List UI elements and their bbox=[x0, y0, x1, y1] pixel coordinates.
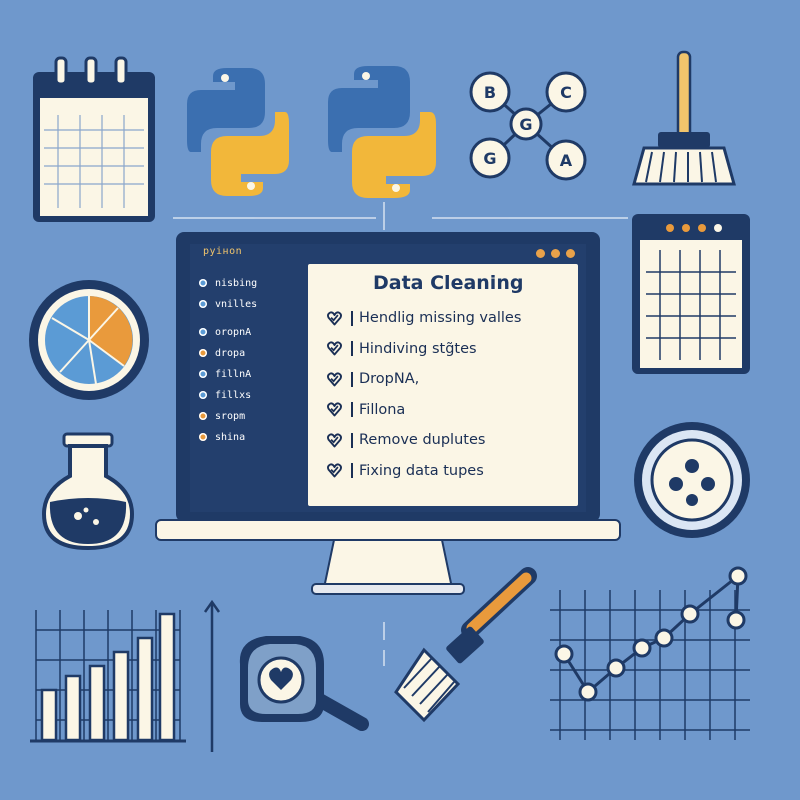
heart-check-icon bbox=[327, 463, 342, 478]
broom-icon bbox=[632, 50, 736, 186]
sidebar-item[interactable]: oropnA bbox=[199, 325, 297, 339]
flask-icon bbox=[41, 432, 135, 551]
python-logo-icon bbox=[328, 66, 436, 198]
sidebar-item-label: oropnA bbox=[215, 326, 252, 338]
network-graph-icon: B C G G A bbox=[469, 71, 587, 181]
screen-titlebar: pyiнon bbox=[193, 246, 583, 262]
sidebar-item-label: nisbing bbox=[215, 277, 258, 289]
cursor-bar bbox=[351, 463, 353, 478]
checklist-item-label: Hindiving stg̃tes bbox=[359, 340, 477, 357]
axis-arrow-icon bbox=[203, 599, 221, 752]
window-dot-icon bbox=[566, 249, 575, 258]
sidebar-item[interactable]: dropa bbox=[199, 346, 297, 360]
sidebar-item-label: shina bbox=[215, 431, 246, 443]
checklist-item[interactable]: DropNA, bbox=[326, 367, 576, 391]
petri-dish-icon bbox=[634, 422, 750, 538]
cursor-bar bbox=[351, 341, 353, 356]
heart-check-icon bbox=[327, 402, 342, 417]
bullet-icon bbox=[199, 349, 207, 357]
checklist-item-label: Fillona bbox=[359, 401, 406, 418]
bullet-icon bbox=[199, 279, 207, 287]
network-node-label: G bbox=[519, 115, 532, 134]
network-node-label: C bbox=[560, 83, 572, 102]
sidebar-item[interactable]: nisbing bbox=[199, 276, 297, 290]
heart-check-icon bbox=[327, 432, 342, 447]
network-node-label: G bbox=[483, 149, 496, 168]
heart-check-icon bbox=[327, 341, 342, 356]
sidebar-item[interactable]: sropm bbox=[199, 409, 297, 423]
sidebar-item-label: vnilles bbox=[215, 298, 258, 310]
python-logo-icon bbox=[187, 68, 289, 196]
checklist-item[interactable]: Remove duplutes bbox=[326, 428, 576, 452]
heart-check-icon bbox=[327, 371, 342, 386]
bullet-icon bbox=[199, 328, 207, 336]
cursor-bar bbox=[351, 432, 353, 448]
bullet-icon bbox=[199, 412, 207, 420]
checklist-item-label: Fixing data tupes bbox=[359, 462, 484, 479]
monitor-screen: pyiнon nisbing vnilles oropnA dropa fillnA fi… bbox=[193, 246, 583, 510]
cursor-bar bbox=[351, 371, 353, 387]
sidebar-item-label: fillxs bbox=[215, 389, 252, 401]
checklist-item[interactable]: Hendlig missing valles bbox=[326, 306, 576, 330]
checklist-item[interactable]: Fillona bbox=[326, 398, 576, 422]
magnifier-heart-icon bbox=[239, 636, 369, 731]
checklist-item-label: DropNA, bbox=[359, 371, 420, 387]
sidebar-item[interactable]: fillxs bbox=[199, 388, 297, 402]
sidebar-item[interactable]: fillnA bbox=[199, 367, 297, 381]
sidebar-item-label: sropm bbox=[215, 410, 246, 422]
sidebar-item[interactable]: shina bbox=[199, 430, 297, 444]
calendar-icon bbox=[33, 56, 155, 222]
checklist-item[interactable]: Fixing data tupes bbox=[326, 459, 576, 483]
bullet-icon bbox=[199, 300, 207, 308]
cursor-bar bbox=[351, 402, 353, 417]
sidebar-item-label: dropa bbox=[215, 347, 246, 359]
line-chart-icon bbox=[550, 566, 750, 740]
bar-chart-icon bbox=[30, 610, 186, 743]
connector-lines bbox=[173, 202, 628, 666]
window-dot-icon bbox=[536, 249, 545, 258]
screen-title: pyiнon bbox=[203, 246, 243, 257]
network-node-label: B bbox=[484, 83, 496, 102]
heart-check-icon bbox=[327, 310, 342, 325]
checklist-item-label: Hendlig missing valles bbox=[359, 310, 522, 326]
network-node-label: A bbox=[560, 151, 573, 170]
bullet-icon bbox=[199, 391, 207, 399]
sidebar-item[interactable]: vnilles bbox=[199, 297, 297, 311]
brush-icon bbox=[394, 567, 537, 723]
panel-title: Data Cleaning bbox=[373, 272, 524, 294]
spreadsheet-icon bbox=[632, 214, 750, 374]
cursor-bar bbox=[351, 310, 353, 326]
screen-sidebar: nisbing vnilles oropnA dropa fillnA fillxs sro… bbox=[199, 276, 297, 451]
checklist-item-label: Remove duplutes bbox=[359, 432, 486, 448]
bullet-icon bbox=[199, 433, 207, 441]
checklist-item[interactable]: Hindiving stg̃tes bbox=[326, 337, 576, 361]
sidebar-item-label: fillnA bbox=[215, 368, 252, 380]
bullet-icon bbox=[199, 370, 207, 378]
window-dot-icon bbox=[551, 249, 560, 258]
window-controls bbox=[536, 249, 575, 258]
pie-chart-icon bbox=[29, 280, 149, 400]
